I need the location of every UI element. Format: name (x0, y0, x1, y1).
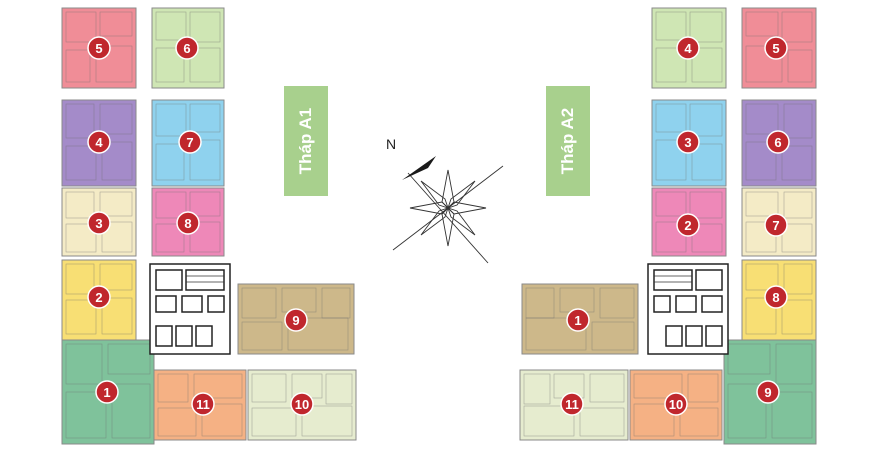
unit-a2-2[interactable] (651, 187, 727, 257)
unit-a2-7[interactable] (741, 187, 817, 257)
unit-a2-10[interactable] (629, 369, 723, 441)
unit-a2-5[interactable] (741, 7, 817, 89)
unit-a2-11[interactable] (519, 369, 629, 441)
unit-a1-3[interactable] (61, 187, 137, 257)
unit-a2-3[interactable] (651, 99, 727, 187)
unit-a1-11[interactable] (153, 369, 247, 441)
unit-a1-10[interactable] (247, 369, 357, 441)
tower-a1 (61, 7, 357, 445)
core-a2 (647, 263, 729, 355)
unit-a1-2[interactable] (61, 259, 137, 341)
unit-a2-1[interactable] (521, 283, 639, 355)
unit-a1-5[interactable] (61, 7, 137, 89)
tower-label-a2: Tháp A2 (546, 86, 590, 196)
unit-a1-8[interactable] (151, 187, 225, 257)
unit-a2-8[interactable] (741, 259, 817, 341)
unit-a1-7[interactable] (151, 99, 225, 187)
unit-a1-6[interactable] (151, 7, 225, 89)
unit-a1-1[interactable] (61, 339, 155, 445)
tower-label-a1: Tháp A1 (284, 86, 328, 196)
unit-a2-6[interactable] (741, 99, 817, 187)
unit-a2-9[interactable] (723, 339, 817, 445)
compass-north-label: N (386, 136, 397, 152)
unit-a2-4[interactable] (651, 7, 727, 89)
unit-a1-9[interactable] (237, 283, 355, 355)
unit-a1-4[interactable] (61, 99, 137, 187)
tower-a2 (519, 7, 817, 445)
compass-rose-icon (392, 156, 504, 264)
core-a1 (149, 263, 231, 355)
